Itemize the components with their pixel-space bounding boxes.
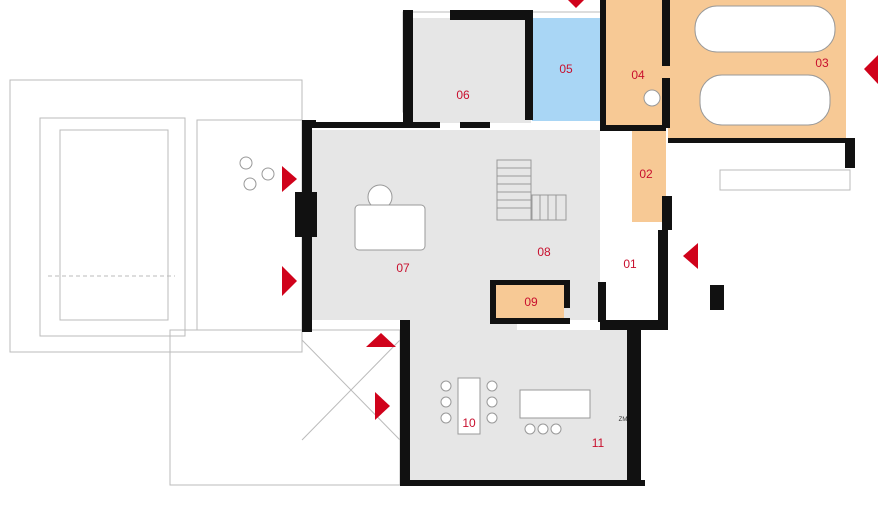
room-label-05: 05	[559, 62, 573, 76]
room-label-03: 03	[815, 56, 829, 70]
room-label-02: 02	[639, 167, 653, 181]
garage-cars	[694, 5, 836, 126]
room-06-floor	[413, 18, 531, 123]
staircase	[496, 159, 567, 221]
sofa-icon	[354, 204, 426, 251]
toilet-icon	[643, 89, 661, 107]
entrance-arrow-icon	[683, 243, 698, 269]
entrance-arrow-icon	[864, 55, 878, 84]
kitchen-island-icon	[519, 389, 591, 419]
room-04-floor	[603, 0, 668, 125]
room-label-11: 11	[592, 436, 605, 450]
room-02-floor	[632, 130, 666, 222]
room-01-floor	[600, 222, 662, 284]
car-icon	[699, 74, 831, 126]
room-label-07: 07	[396, 261, 410, 275]
room-09-floor	[494, 284, 564, 320]
room-label-06: 06	[456, 88, 470, 102]
room-05-floor	[532, 18, 602, 121]
room-labels: 06 05 04 03 02 07 08 01 09 10 11 ZM	[396, 56, 829, 450]
car-icon	[694, 5, 836, 53]
entrance-markers	[282, 0, 878, 420]
room-label-01: 01	[623, 257, 637, 271]
room-label-08: 08	[537, 245, 551, 259]
room-label-04: 04	[631, 68, 645, 82]
walls	[295, 0, 855, 486]
fridge-label: ZM	[619, 417, 628, 423]
entrance-arrow-icon	[375, 392, 390, 420]
entrance-arrow-icon	[282, 266, 297, 296]
room-label-09: 09	[524, 295, 538, 309]
entrance-arrow-icon	[282, 166, 297, 192]
room-label-10: 10	[462, 416, 476, 430]
furniture	[239, 89, 661, 435]
dining-table-icon	[457, 377, 481, 435]
entrance-arrow-icon	[568, 0, 584, 8]
entrance-arrow-icon	[366, 333, 396, 347]
